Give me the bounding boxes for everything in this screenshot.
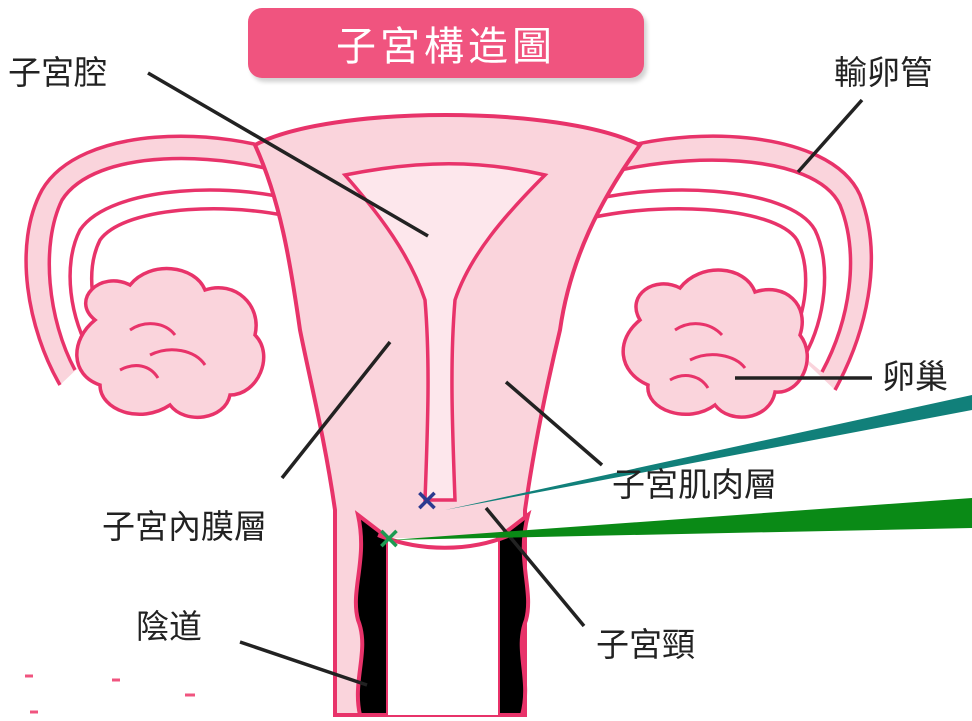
page-title: 子宮構造圖 bbox=[336, 14, 556, 72]
label-uterine-cavity: 子宮腔 bbox=[8, 56, 107, 89]
label-fallopian-tube: 輸卵管 bbox=[834, 56, 933, 89]
decorative-dashes bbox=[25, 676, 195, 712]
label-ovary: 卵巢 bbox=[882, 360, 948, 393]
label-vagina: 陰道 bbox=[136, 610, 202, 643]
label-endometrium: 子宮內膜層 bbox=[102, 510, 267, 543]
left-ovary bbox=[77, 269, 264, 418]
vagina-canal bbox=[388, 538, 498, 715]
right-ovary bbox=[623, 270, 807, 417]
label-cervix: 子宮頸 bbox=[596, 628, 695, 661]
marker-2: × bbox=[376, 521, 401, 556]
marker-1: × bbox=[414, 483, 439, 518]
label-myometrium: 子宮肌肉層 bbox=[612, 468, 777, 501]
vagina-right-wall bbox=[498, 515, 528, 715]
title-banner: 子宮構造圖 bbox=[248, 8, 644, 78]
